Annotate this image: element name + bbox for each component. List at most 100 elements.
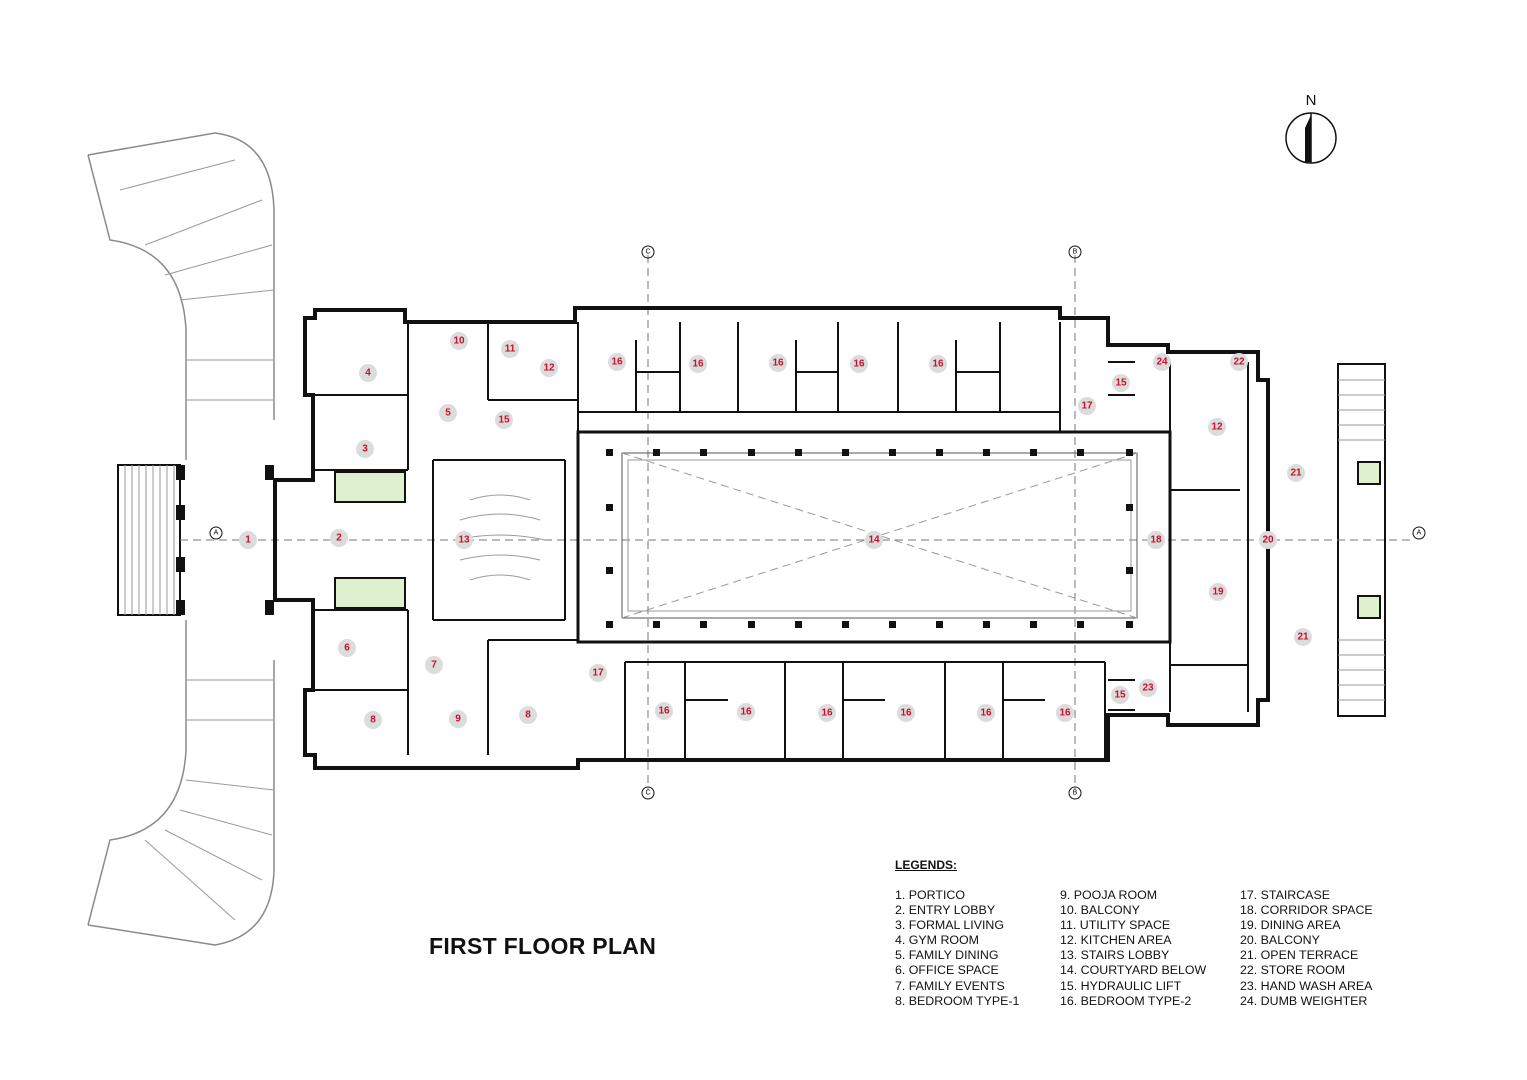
legend-column-3: 17. STAIRCASE 18. CORRIDOR SPACE 19. DIN… <box>1240 888 1373 1009</box>
room-tag: 21 <box>1287 464 1305 482</box>
room-tag: 7 <box>425 656 443 674</box>
svg-text:9: 9 <box>455 714 461 725</box>
legend-item: 10. BALCONY <box>1060 903 1140 918</box>
legend-item: 13. STAIRS LOBBY <box>1060 948 1170 963</box>
room-tag: 3 <box>356 440 374 458</box>
room-tag: 15 <box>1111 686 1129 704</box>
svg-text:7: 7 <box>431 660 437 671</box>
svg-text:11: 11 <box>505 344 516 355</box>
room-tag: 6 <box>338 639 356 657</box>
svg-text:16: 16 <box>980 708 992 719</box>
svg-text:16: 16 <box>611 357 623 368</box>
legend-column-2: 9. POOJA ROOM 10. BALCONY 11. UTILITY SP… <box>1060 888 1206 1009</box>
room-tag: 16 <box>737 703 755 721</box>
svg-text:19: 19 <box>1212 587 1224 598</box>
room-tag: 12 <box>540 359 558 377</box>
svg-text:17: 17 <box>1081 401 1093 412</box>
room-tag: 17 <box>589 664 607 682</box>
svg-text:2: 2 <box>336 533 342 544</box>
room-tags: 1 2 3 4 5 6 7 8 8 9 10 11 12 12 13 14 15… <box>239 332 1312 729</box>
svg-text:1: 1 <box>245 535 251 546</box>
svg-text:12: 12 <box>1211 422 1223 433</box>
svg-text:23: 23 <box>1142 683 1154 694</box>
svg-text:22: 22 <box>1233 357 1245 368</box>
legend-item: 17. STAIRCASE <box>1240 888 1330 902</box>
svg-text:16: 16 <box>692 359 704 370</box>
legend-item: 14. COURTYARD BELOW <box>1060 963 1207 978</box>
svg-text:B: B <box>1073 249 1078 256</box>
room-tag: 20 <box>1259 531 1277 549</box>
room-tag: 5 <box>439 404 457 422</box>
svg-text:10: 10 <box>453 336 465 347</box>
svg-text:24: 24 <box>1156 357 1168 368</box>
svg-text:16: 16 <box>772 358 784 369</box>
legend-item: 20. BALCONY <box>1240 933 1320 948</box>
svg-text:3: 3 <box>362 444 368 455</box>
legend-item: 2. ENTRY LOBBY <box>895 903 996 918</box>
room-tag: 16 <box>608 353 626 371</box>
legend-item: 8. BEDROOM TYPE-1 <box>895 993 1020 1008</box>
room-tag: 22 <box>1230 353 1248 371</box>
svg-text:16: 16 <box>658 706 670 717</box>
section-lines: A A C C B B <box>180 245 1426 800</box>
room-tag: 2 <box>330 529 348 547</box>
room-tag: 15 <box>495 411 513 429</box>
room-tag: 16 <box>655 702 673 720</box>
svg-text:17: 17 <box>592 668 604 679</box>
legend-item: 12. KITCHEN AREA <box>1060 933 1172 948</box>
svg-text:8: 8 <box>525 710 531 721</box>
legend-item: 11. UTILITY SPACE <box>1060 918 1171 933</box>
room-tag: 1 <box>239 531 257 549</box>
svg-text:15: 15 <box>1114 690 1126 701</box>
svg-text:A: A <box>214 530 219 537</box>
svg-text:16: 16 <box>932 359 944 370</box>
room-tag: 16 <box>689 355 707 373</box>
section-marker-a-right: A <box>1412 526 1426 540</box>
svg-text:16: 16 <box>853 359 865 370</box>
legend-column-1: 1. PORTICO 2. ENTRY LOBBY 3. FORMAL LIVI… <box>895 888 1019 1009</box>
room-tag: 17 <box>1078 397 1096 415</box>
plan-title: FIRST FLOOR PLAN <box>429 933 657 959</box>
svg-text:15: 15 <box>1115 378 1127 389</box>
svg-text:16: 16 <box>1059 708 1071 719</box>
svg-text:21: 21 <box>1297 632 1309 643</box>
room-tag: 14 <box>865 531 883 549</box>
section-marker-a-left: A <box>209 526 223 540</box>
room-tag: 13 <box>455 531 473 549</box>
room-tag: 15 <box>1112 374 1130 392</box>
svg-text:16: 16 <box>900 708 912 719</box>
room-tag: 16 <box>897 704 915 722</box>
svg-text:6: 6 <box>344 643 350 654</box>
legend-item: 19. DINING AREA <box>1240 918 1341 933</box>
legend-item: 21. OPEN TERRACE <box>1240 948 1359 963</box>
legend-item: 1. PORTICO <box>895 888 965 902</box>
legend-item: 6. OFFICE SPACE <box>895 963 999 978</box>
legend-item: 18. CORRIDOR SPACE <box>1240 903 1373 918</box>
room-tag: 11 <box>501 340 519 358</box>
north-label: N <box>1306 92 1317 109</box>
north-arrow: N <box>1285 92 1337 164</box>
room-tag: 16 <box>1056 704 1074 722</box>
room-tag: 8 <box>519 706 537 724</box>
legend-item: 9. POOJA ROOM <box>1060 888 1158 902</box>
section-marker-b-bottom: B <box>1068 786 1082 800</box>
legend-item: 23. HAND WASH AREA <box>1240 978 1373 993</box>
room-tag: 8 <box>364 711 382 729</box>
svg-text:20: 20 <box>1262 535 1274 546</box>
room-tag: 16 <box>977 704 995 722</box>
room-tag: 23 <box>1139 679 1157 697</box>
legend-item: 22. STORE ROOM <box>1240 963 1346 978</box>
section-marker-b-top: B <box>1068 245 1082 259</box>
section-marker-c-top: C <box>641 245 655 259</box>
room-tag: 21 <box>1294 628 1312 646</box>
room-tag: 24 <box>1153 353 1171 371</box>
svg-text:5: 5 <box>445 408 451 419</box>
svg-text:18: 18 <box>1150 535 1162 546</box>
legend-item: 7. FAMILY EVENTS <box>895 978 1005 993</box>
legend-item: 16. BEDROOM TYPE-2 <box>1060 993 1192 1008</box>
svg-text:15: 15 <box>498 415 510 426</box>
room-tag: 10 <box>450 332 468 350</box>
svg-text:B: B <box>1073 790 1078 797</box>
room-tag: 16 <box>929 355 947 373</box>
